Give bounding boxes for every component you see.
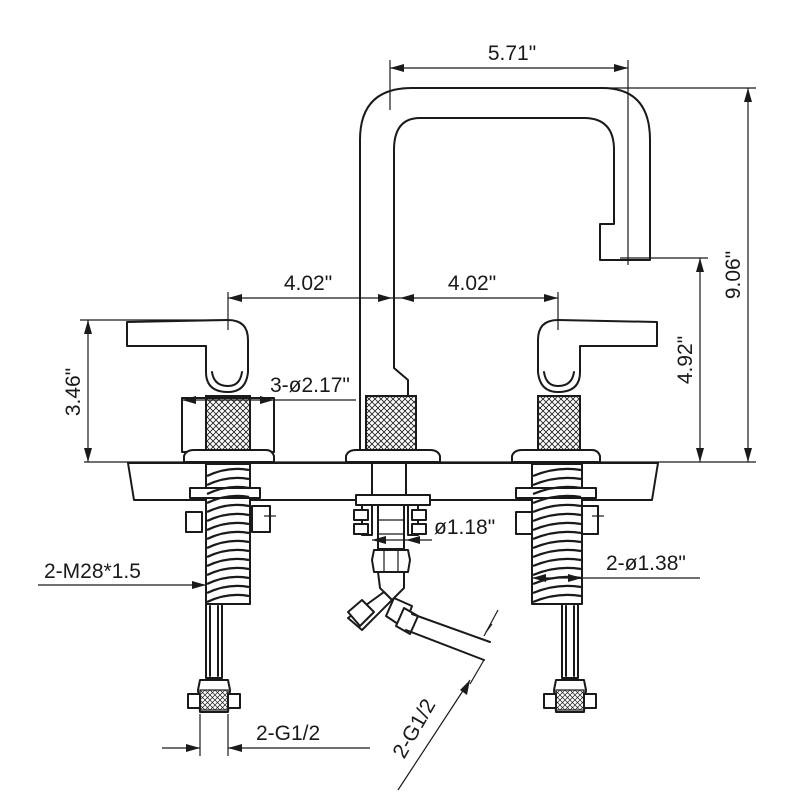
dimension-lines <box>38 60 756 791</box>
right-shank-threads <box>532 467 582 604</box>
thread-ridge <box>532 503 582 514</box>
label-right-spacing: 4.02" <box>448 272 496 295</box>
label-spout-reach: 5.71" <box>488 42 536 65</box>
thread-ridge <box>206 575 250 585</box>
thread-ridge <box>532 521 582 532</box>
dimension-labels: 5.71" 9.06" 4.92" 4.02" 4.02" 3.46" 3-ø2… <box>44 42 745 762</box>
label-left-spacing: 4.02" <box>284 272 332 295</box>
thread-ridge <box>532 593 582 604</box>
thread-ridge <box>206 584 250 594</box>
thread-ridge <box>532 566 582 577</box>
label-spout-height: 4.92" <box>674 336 697 384</box>
label-handle-shank: 2-ø1.38" <box>606 552 686 575</box>
thread-ridge <box>206 485 250 495</box>
thread-ridge <box>532 584 582 595</box>
thread-ridge <box>206 557 250 567</box>
thread-ridge <box>206 476 250 486</box>
thread-ridge <box>532 530 582 541</box>
label-base-diameter: 3-ø2.17" <box>270 374 350 397</box>
thread-ridge <box>206 566 250 576</box>
thread-ridge <box>532 485 582 496</box>
thread-ridge <box>206 467 250 477</box>
thread-ridge <box>206 593 250 603</box>
thread-ridge <box>532 512 582 523</box>
thread-ridge <box>532 494 582 505</box>
thread-ridge <box>206 530 250 540</box>
label-handle-height: 3.46" <box>62 368 85 416</box>
spout <box>345 87 651 661</box>
deck-plate <box>127 462 659 501</box>
left-supply-hose <box>187 603 241 713</box>
thread-ridge <box>206 539 250 549</box>
right-supply-hose <box>543 603 597 713</box>
thread-ridge <box>206 503 250 513</box>
thread-ridge <box>532 476 582 487</box>
thread-ridge <box>206 521 250 531</box>
label-spout-shank: ø1.18" <box>434 516 495 539</box>
thread-ridge <box>532 539 582 550</box>
thread-ridge <box>206 512 250 522</box>
left-shank-threads <box>206 467 250 603</box>
label-inlet-left: 2-G1/2 <box>256 722 320 745</box>
thread-ridge <box>206 548 250 558</box>
thread-ridge <box>532 467 582 478</box>
label-total-height: 9.06" <box>722 251 745 299</box>
label-thread-spec: 2-M28*1.5 <box>44 560 141 583</box>
label-inlet-right: 2-G1/2 <box>388 695 440 762</box>
thread-ridge <box>206 494 250 504</box>
thread-ridge <box>532 548 582 559</box>
thread-ridge <box>532 557 582 568</box>
